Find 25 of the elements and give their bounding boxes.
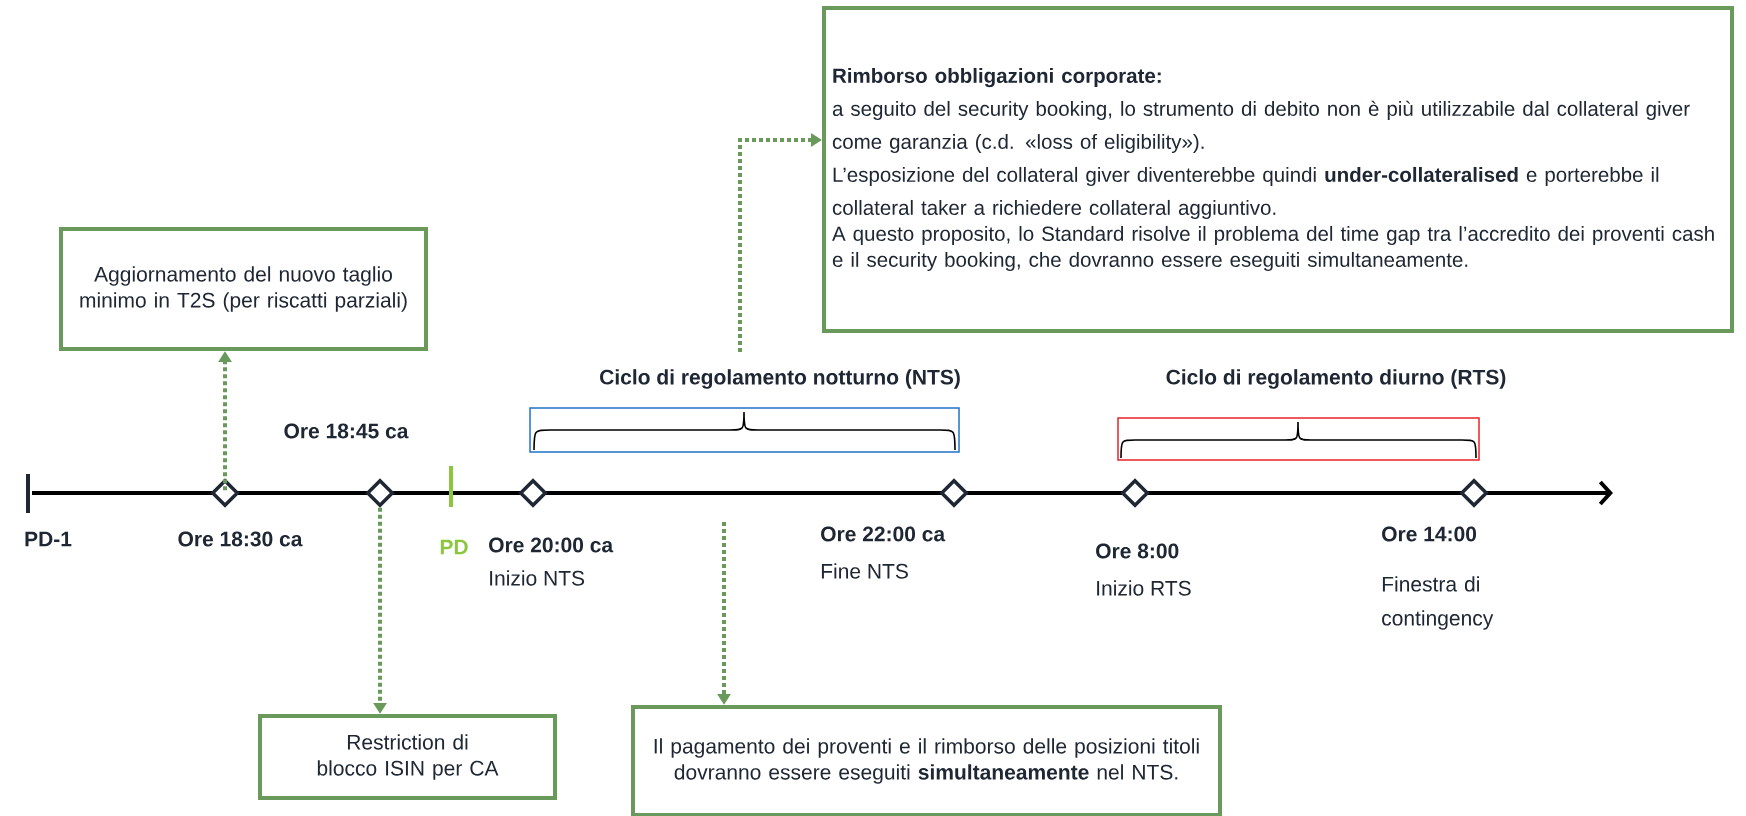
callout-box (258, 714, 557, 800)
time-label: Ore 20:00 ca (489, 537, 614, 553)
box-text: Aggiornamento del nuovo taglio minimo in T2S (per riscatti parziali) (80, 266, 407, 312)
box-text: Il pagamento dei proventi e il rimborso delle posizioni titoli dovranno essere eseguiti simultaneamente nel NTS. (654, 738, 1199, 784)
time-label: Ore 18:30 ca (178, 531, 303, 547)
time-label: Ore 14:00 (1382, 526, 1477, 542)
paragraph: A questo proposito, lo Standard risolve il problema del time gap tra l’accredito dei proventi cash e il security booking, che dovranno essere eseguiti simultaneamente. (832, 225, 1714, 272)
time-label: Ore 22:00 ca (821, 526, 946, 542)
section-title: Ciclo di regolamento diurno (RTS) (1166, 369, 1506, 389)
event-label: Fine NTS (821, 563, 908, 579)
event-label: Inizio RTS (1097, 580, 1191, 596)
paragraph: a seguito del security booking, lo strumento di debito non è più utilizzabile dal collateral giver come garanzia (c.d. «loss of eligibility»). (832, 100, 1690, 154)
box-text: Restriction di blocco ISIN per CA (317, 734, 499, 780)
event-label: Inizio NTS (490, 570, 585, 586)
event-label: Finestra di contingency (1382, 576, 1494, 630)
box-heading: Rimborso obbligazioni corporate: (833, 67, 1161, 88)
time-label: Ore 8:00 (1096, 543, 1179, 559)
section-title: Ciclo di regolamento notturno (NTS) (600, 369, 960, 389)
callout-box (59, 227, 428, 351)
period-label: PD-1 (25, 531, 72, 547)
period-label: PD (440, 539, 468, 555)
callout-box (822, 6, 1734, 333)
callout-box (631, 705, 1222, 816)
paragraph: L’esposizione del collateral giver diventerebbe quindi under-collateralised e porterebbe il collateral taker a richiedere collateral aggiuntivo. (832, 166, 1659, 220)
time-label: Ore 18:45 ca (284, 423, 409, 439)
